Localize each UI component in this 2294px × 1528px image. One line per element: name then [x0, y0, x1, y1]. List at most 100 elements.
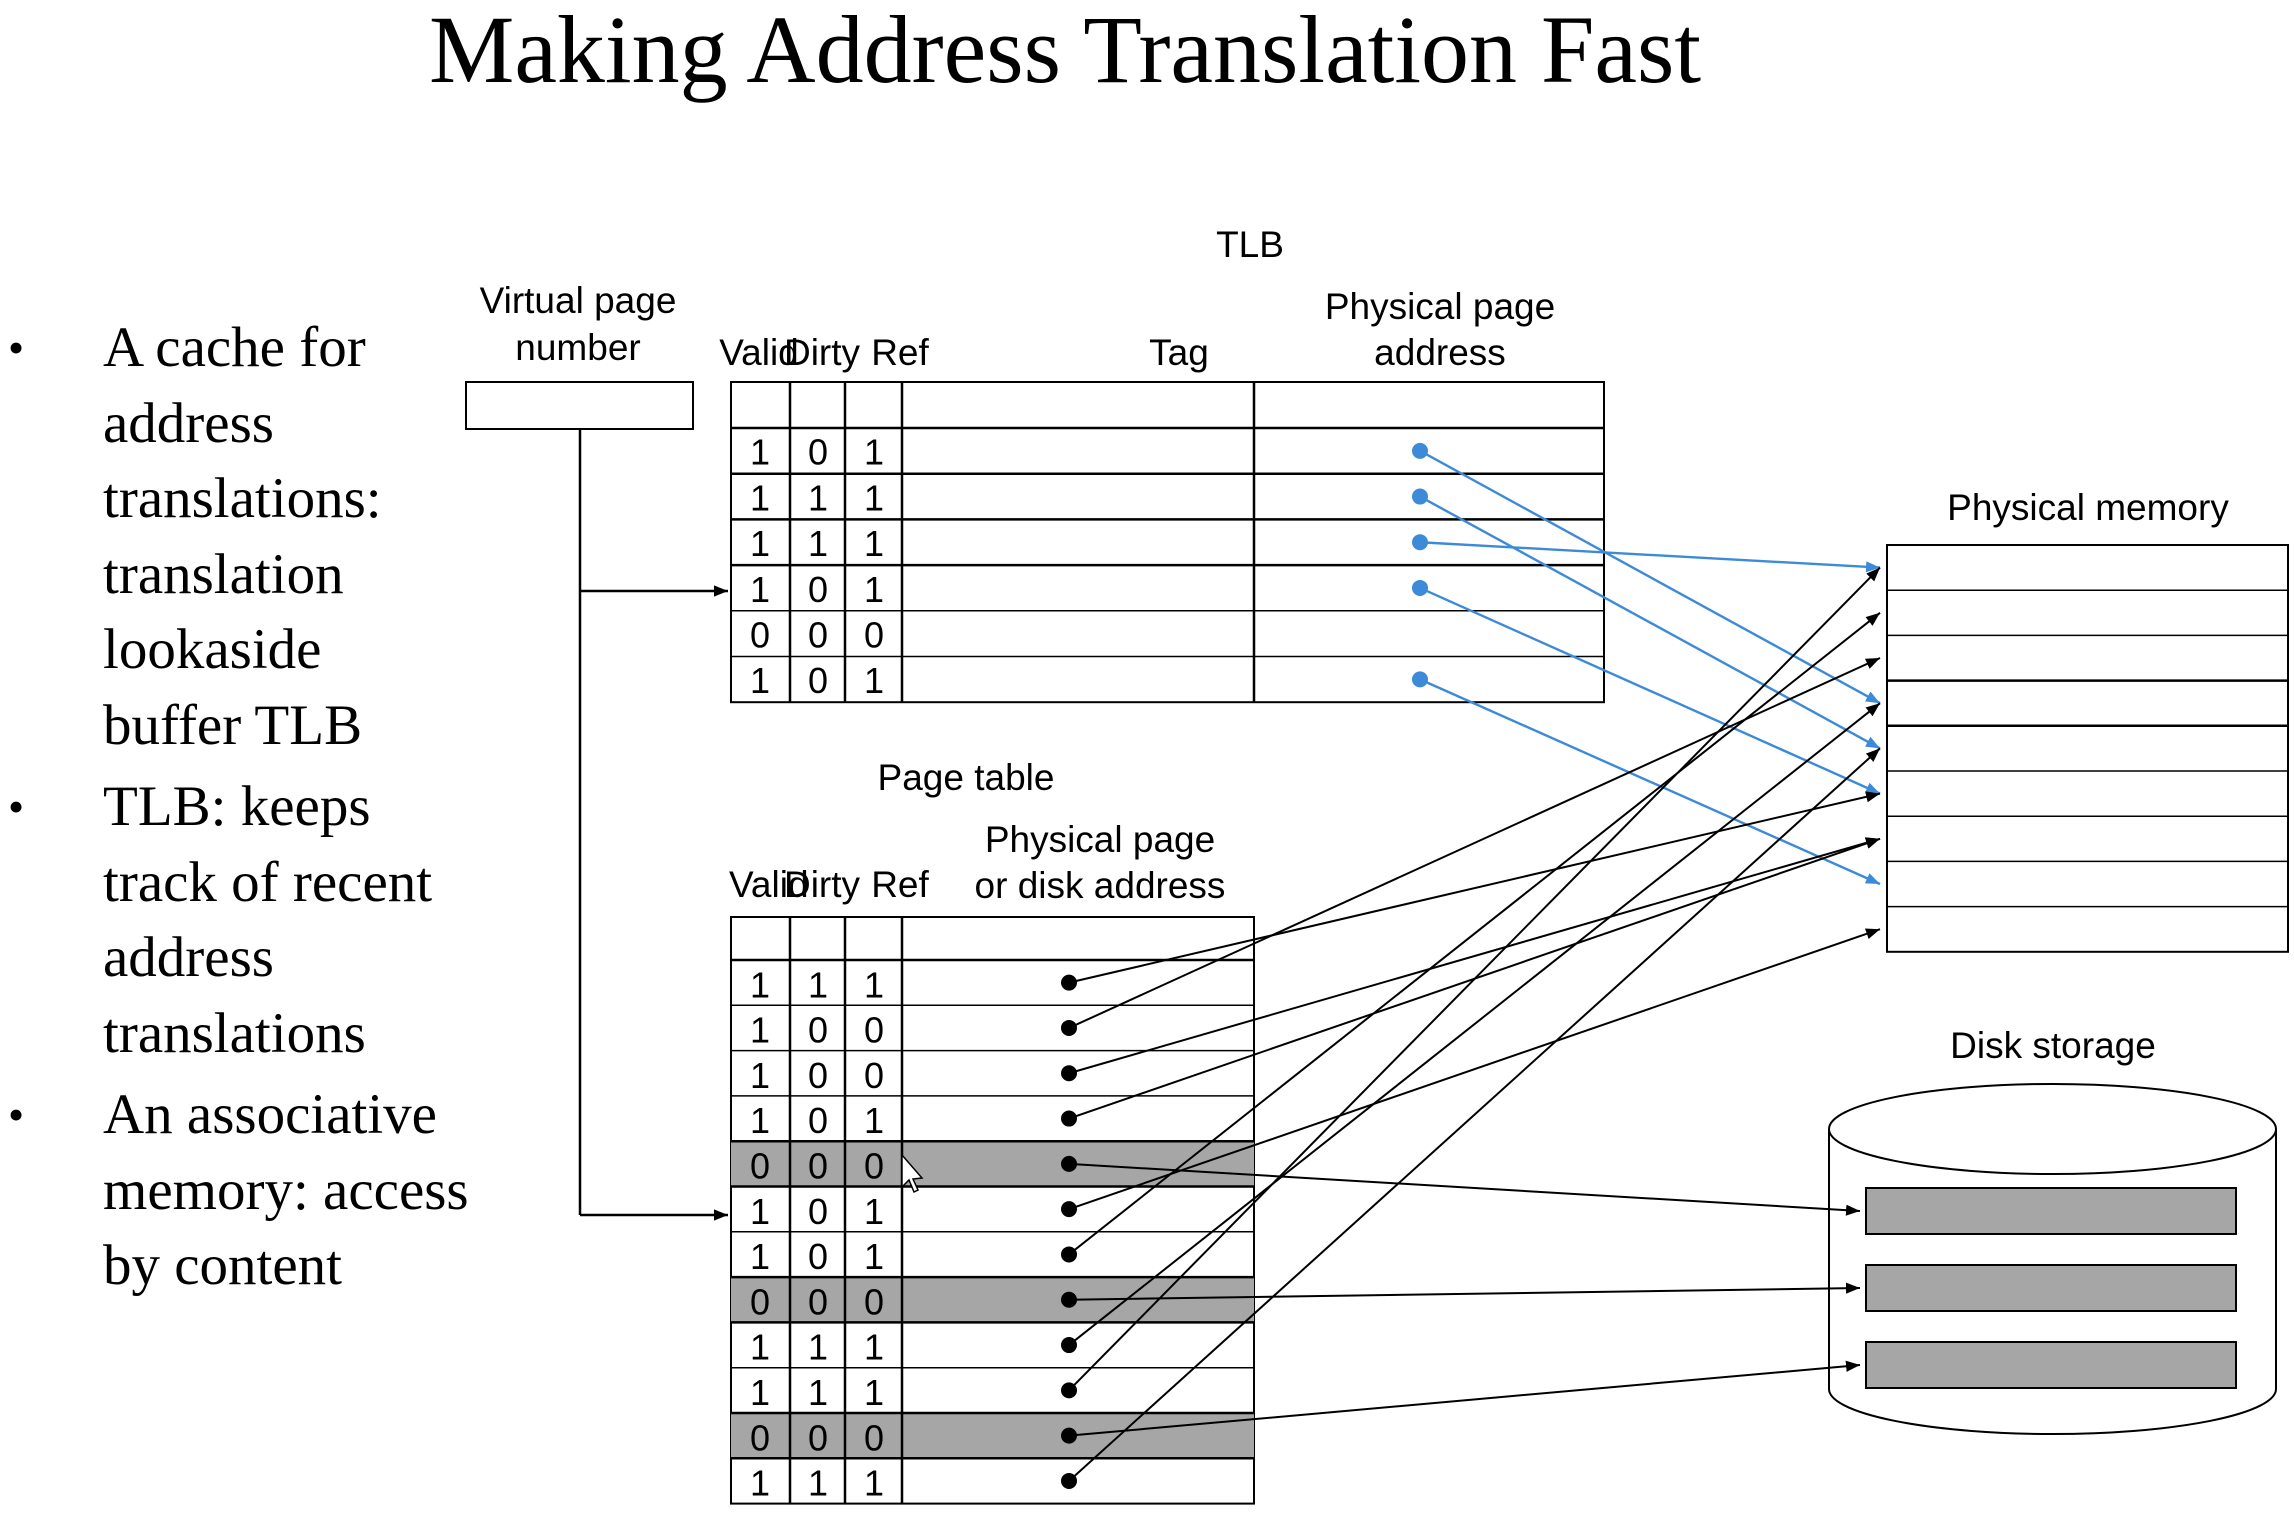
pt-cell-valid: 1 — [750, 1010, 770, 1051]
page-table-to-disk-arrow — [1068, 1360, 1861, 1437]
tlb-cell-valid: 1 — [750, 660, 770, 701]
tlb-cell-valid: 1 — [750, 523, 770, 564]
page-table-to-memory-arrow — [1068, 791, 1881, 984]
pt-col-dirty: Dirty — [784, 864, 861, 905]
disk-block — [1865, 1264, 2237, 1312]
tlb-cell-dirty: 1 — [808, 477, 828, 518]
pt-col-physical-line2: or disk address — [975, 865, 1226, 906]
tlb-cell-dirty: 0 — [808, 660, 828, 701]
pt-cell-ref: 1 — [864, 1191, 884, 1232]
tlb-cell-ref: 0 — [864, 615, 884, 656]
tlb-cell-ref: 1 — [864, 477, 884, 518]
bullet-dot-icon: • — [8, 1089, 25, 1140]
bullet-text: An associative memory: access by content — [103, 1083, 469, 1297]
bullet-dot-icon: • — [8, 322, 25, 373]
pt-cell-valid: 1 — [750, 1191, 770, 1232]
pt-shaded-row — [731, 1413, 1254, 1459]
pt-cell-valid: 0 — [750, 1146, 770, 1187]
bullet-list: • A cache for address translations: trans… — [0, 310, 470, 1304]
slide-title: Making Address Translation Fast — [428, 0, 1702, 103]
tlb-cell-ref: 1 — [864, 523, 884, 564]
vpn-label-line1: Virtual page — [480, 280, 677, 321]
pt-cell-ref: 0 — [864, 1055, 884, 1096]
tlb-col-dirty: Dirty — [784, 332, 861, 373]
page-table-to-disk-arrow — [1068, 1282, 1861, 1301]
bullet-item: • A cache for address translations: trans… — [0, 310, 470, 763]
diagram-links — [1068, 449, 1881, 1482]
pt-cell-ref: 1 — [864, 1372, 884, 1413]
pt-cell-dirty: 1 — [808, 1327, 828, 1368]
tlb-col-physical-line2: address — [1374, 332, 1506, 373]
physical-memory-label: Physical memory — [1947, 487, 2229, 528]
pt-cell-dirty: 0 — [808, 1055, 828, 1096]
disk-block — [1865, 1341, 2237, 1389]
pt-cell-dirty: 1 — [808, 964, 828, 1005]
pt-cell-valid: 1 — [750, 1100, 770, 1141]
pt-cell-dirty: 1 — [808, 1463, 828, 1504]
tlb-cell-dirty: 0 — [808, 615, 828, 656]
disk-storage-label: Disk storage — [1950, 1025, 2156, 1066]
disk-cylinder-top — [1828, 1083, 2277, 1175]
pt-col-ref: Ref — [871, 864, 929, 905]
tlb-cell-dirty: 0 — [808, 432, 828, 473]
tlb-col-valid: Valid — [719, 332, 799, 373]
vpn-box — [465, 381, 694, 430]
tlb-cell-ref: 1 — [864, 432, 884, 473]
tlb-cell-ref: 1 — [864, 660, 884, 701]
tlb-cell-dirty: 1 — [808, 523, 828, 564]
pt-cell-dirty: 0 — [808, 1191, 828, 1232]
tlb-cell-dirty: 0 — [808, 569, 828, 610]
pt-col-physical-line1: Physical page — [985, 819, 1215, 860]
pt-cell-valid: 1 — [750, 1463, 770, 1504]
pt-cell-ref: 1 — [864, 1100, 884, 1141]
pt-cell-valid: 0 — [750, 1417, 770, 1458]
pt-cell-ref: 0 — [864, 1281, 884, 1322]
pt-cell-valid: 1 — [750, 1236, 770, 1277]
tlb-cell-valid: 1 — [750, 432, 770, 473]
pt-cell-dirty: 0 — [808, 1236, 828, 1277]
page-table-to-memory-arrow — [1068, 837, 1881, 1075]
bullet-text: TLB: keeps track of recent address trans… — [103, 775, 433, 1065]
page-table-to-memory-arrow — [1068, 566, 1881, 1392]
physical-memory-box — [1886, 544, 2289, 953]
bullet-item: • An associative memory: access by conten… — [0, 1077, 470, 1304]
tlb-table — [730, 381, 1605, 704]
pt-cell-dirty: 0 — [808, 1146, 828, 1187]
pt-cell-dirty: 1 — [808, 1372, 828, 1413]
tlb-to-memory-arrow — [1419, 449, 1881, 705]
tlb-cell-valid: 0 — [750, 615, 770, 656]
page-table-to-disk-arrow — [1068, 1162, 1861, 1216]
pt-cell-ref: 0 — [864, 1417, 884, 1458]
pt-cell-valid: 0 — [750, 1281, 770, 1322]
page-table-title: Page table — [878, 757, 1055, 798]
vpn-label-line2: number — [515, 327, 640, 368]
pt-cell-ref: 0 — [864, 1146, 884, 1187]
page-table-to-memory-arrow — [1068, 928, 1881, 1211]
pt-cell-dirty: 0 — [808, 1281, 828, 1322]
page-table-to-memory-arrow — [1068, 747, 1881, 1482]
tlb-to-memory-arrow — [1419, 678, 1881, 886]
pt-cell-valid: 1 — [750, 1055, 770, 1096]
pt-cell-dirty: 0 — [808, 1100, 828, 1141]
tlb-to-memory-arrow — [1419, 495, 1881, 750]
tlb-to-memory-arrow — [1419, 541, 1881, 573]
pt-cell-ref: 1 — [864, 1327, 884, 1368]
tlb-col-ref: Ref — [871, 332, 929, 373]
page-table-to-memory-arrow — [1068, 612, 1881, 1256]
bullet-text: A cache for address translations: transl… — [103, 316, 382, 757]
pt-cell-ref: 0 — [864, 1010, 884, 1051]
pt-shaded-row — [731, 1277, 1254, 1323]
diagram-shapes — [465, 381, 2289, 1505]
tlb-cell-ref: 1 — [864, 569, 884, 610]
pt-col-valid: Valid — [729, 864, 809, 905]
pt-cell-ref: 1 — [864, 1236, 884, 1277]
pt-shaded-row — [731, 1141, 1254, 1187]
pt-cell-valid: 1 — [750, 964, 770, 1005]
pt-cell-dirty: 0 — [808, 1417, 828, 1458]
pt-cell-ref: 1 — [864, 964, 884, 1005]
tlb-cell-valid: 1 — [750, 477, 770, 518]
bullet-dot-icon: • — [8, 781, 25, 832]
